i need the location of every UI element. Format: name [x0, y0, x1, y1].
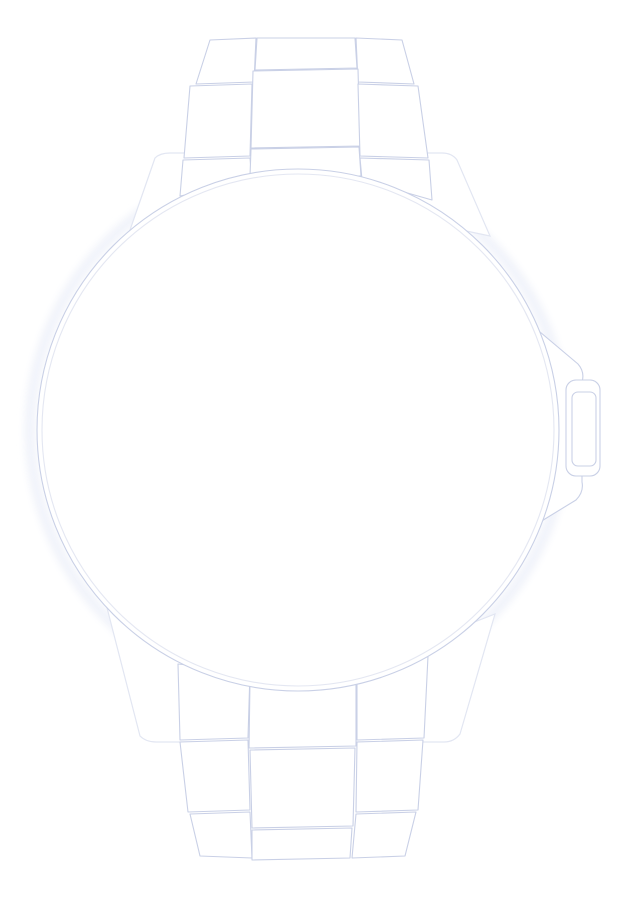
bracelet-bottom-center-link-3 [251, 827, 353, 861]
bracelet-bottom-right-link-3 [351, 811, 417, 859]
bracelet-top [179, 37, 433, 201]
bracelet-top-right-link-3 [359, 157, 433, 201]
watch-face [36, 168, 560, 692]
bracelet-bottom-left-link-3 [189, 811, 253, 859]
bracelet-top-left-link-2 [183, 83, 253, 159]
bracelet-top-center-link-1 [254, 37, 358, 71]
watch-face-inner-ring [41, 173, 555, 687]
bracelet-top-left-link-1 [195, 37, 257, 85]
watch-face-bezel [36, 168, 560, 692]
bracelet-bottom-left-link-2 [179, 739, 251, 813]
crown-button-inner [571, 391, 597, 467]
bracelet-top-center-link-3 [249, 146, 362, 177]
crown-button [565, 379, 601, 477]
bracelet-top-right-link-2 [357, 83, 429, 159]
bracelet-top-right-link-1 [355, 37, 415, 85]
bracelet-bottom-center-link-2 [249, 747, 356, 829]
bracelet-top-center-link-2 [250, 68, 361, 149]
bracelet-bottom-right-link-2 [355, 739, 424, 813]
